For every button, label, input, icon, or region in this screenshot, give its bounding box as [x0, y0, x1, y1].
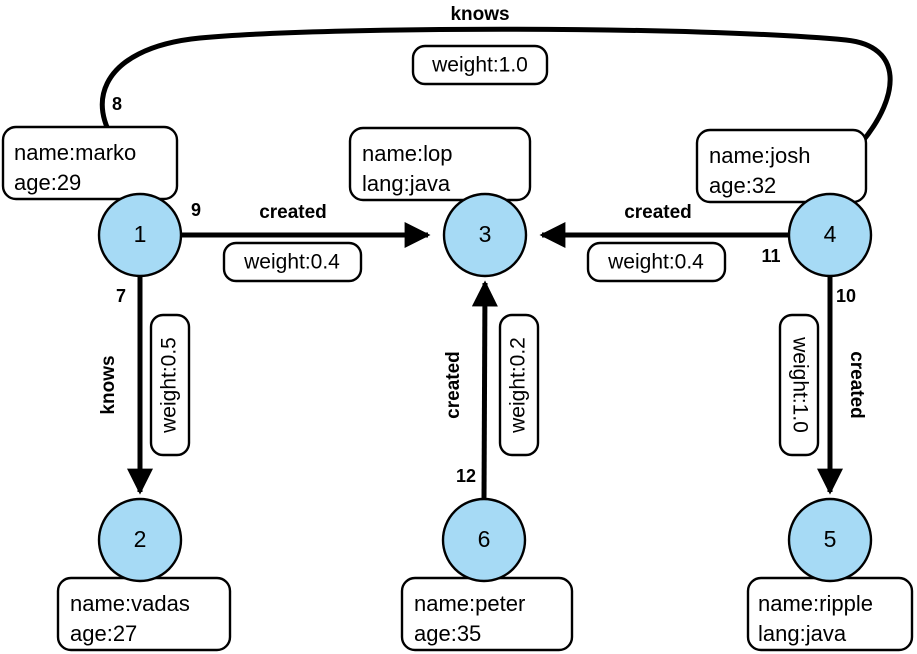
- edge-9-created[interactable]: created 9 weight:0.4: [181, 200, 431, 283]
- node-2[interactable]: 2: [97, 497, 183, 583]
- node-3[interactable]: 3: [442, 192, 528, 278]
- property-box-peter[interactable]: name:peter age:35: [400, 576, 574, 652]
- edge-7-weight-label: weight:0.5: [158, 337, 181, 434]
- property-box-marko[interactable]: name:marko age:29: [1, 125, 179, 201]
- property-box-ripple[interactable]: name:ripple lang:java: [746, 576, 914, 652]
- property-josh-age: age:32: [709, 173, 776, 198]
- node-1-id: 1: [134, 221, 147, 247]
- property-box-josh[interactable]: name:josh age:32: [695, 128, 868, 204]
- property-box-lop-rect: [348, 126, 532, 202]
- edge-7-knows[interactable]: knows 7 weight:0.5: [98, 276, 191, 495]
- edge-9-weight-label: weight:0.4: [243, 251, 340, 274]
- edge-10-weight-label: weight:1.0: [788, 336, 811, 433]
- property-peter-age: age:35: [414, 621, 481, 646]
- property-marko-age: age:29: [14, 170, 81, 195]
- property-box-vadas[interactable]: name:vadas age:27: [56, 576, 232, 652]
- edge-12-weight-label: weight:0.2: [507, 337, 530, 434]
- edge-12-created[interactable]: created 12 weight:0.2: [443, 280, 540, 500]
- node-2-circle: [97, 497, 183, 583]
- edge-11-id: 11: [761, 246, 780, 266]
- node-1-circle: [97, 192, 183, 278]
- edge-10-id: 10: [836, 286, 856, 306]
- property-lop-lang: lang:java: [362, 171, 451, 196]
- property-box-marko-rect: [1, 125, 179, 201]
- property-box-lop[interactable]: name:lop lang:java: [348, 126, 532, 202]
- edge-12-weight-box: [498, 313, 540, 457]
- node-1[interactable]: 1: [97, 192, 183, 278]
- edge-7-id: 7: [116, 286, 126, 306]
- edge-8-id: 8: [112, 94, 122, 114]
- node-6-id: 6: [478, 526, 491, 552]
- edge-7-label: knows: [98, 355, 119, 414]
- property-ripple-lang: lang:java: [758, 621, 847, 646]
- node-5-id: 5: [824, 526, 837, 552]
- edge-11-weight-box: [586, 241, 727, 283]
- edge-12-label: created: [443, 351, 464, 419]
- edge-9-weight-box: [222, 241, 363, 283]
- node-3-id: 3: [479, 221, 492, 247]
- property-vadas-name: name:vadas: [70, 591, 190, 616]
- property-ripple-name: name:ripple: [758, 591, 873, 616]
- node-3-circle: [442, 192, 528, 278]
- edge-10-weight-box: [778, 313, 820, 457]
- node-5-circle: [787, 497, 873, 583]
- edge-10-label: created: [846, 351, 867, 419]
- edge-10-created[interactable]: created 10 weight:1.0: [778, 276, 867, 495]
- node-4[interactable]: 4: [787, 192, 873, 278]
- node-6[interactable]: 6: [441, 497, 527, 583]
- edge-12-id: 12: [456, 466, 476, 486]
- edge-11-label: created: [624, 202, 692, 223]
- edge-9-label: created: [259, 202, 327, 223]
- edge-9-id: 9: [191, 200, 201, 220]
- edge-8-weight-box: [411, 44, 549, 86]
- property-josh-name: name:josh: [709, 143, 811, 168]
- edge-7-weight-box: [149, 313, 191, 457]
- node-5[interactable]: 5: [787, 497, 873, 583]
- node-6-circle: [441, 497, 527, 583]
- node-4-circle: [787, 192, 873, 278]
- edge-8-knows[interactable]: knows 8 weight:1.0: [99, 4, 893, 177]
- property-marko-name: name:marko: [14, 140, 136, 165]
- node-2-id: 2: [134, 526, 147, 552]
- edge-8-weight-label: weight:1.0: [431, 54, 528, 77]
- edge-8-path: [99, 26, 893, 177]
- edge-11-created[interactable]: created 11 weight:0.4: [539, 202, 789, 283]
- property-peter-name: name:peter: [414, 591, 525, 616]
- edge-11-weight-label: weight:0.4: [607, 251, 704, 274]
- edge-8-label: knows: [450, 4, 509, 25]
- node-4-id: 4: [824, 221, 837, 247]
- property-lop-name: name:lop: [362, 141, 453, 166]
- property-box-josh-rect: [695, 128, 868, 204]
- property-vadas-age: age:27: [70, 621, 137, 646]
- edge-12-path: [471, 280, 498, 500]
